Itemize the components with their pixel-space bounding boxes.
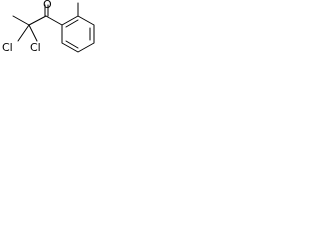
bond-ccl2-to-carbonyl [28, 15, 47, 26]
bond-ccl-right [28, 24, 38, 42]
oxygen-atom-label: O [43, 0, 52, 11]
aromatic-line-3 [65, 40, 79, 49]
bond-network [12, 2, 95, 53]
bond-ccl-left [17, 24, 30, 42]
benzene-ring [61, 15, 95, 53]
chemical-structure-diagram: O Cl Cl [2, 0, 95, 54]
bond-carbonyl-to-ring [45, 15, 63, 26]
bond-methyl-to-ccl2 [12, 15, 30, 26]
structure-canvas: O Cl Cl [0, 0, 99, 69]
aromatic-line-1 [65, 19, 79, 28]
chlorine-atom-label-right: Cl [30, 41, 41, 54]
chlorine-atom-label-left: Cl [2, 41, 13, 54]
